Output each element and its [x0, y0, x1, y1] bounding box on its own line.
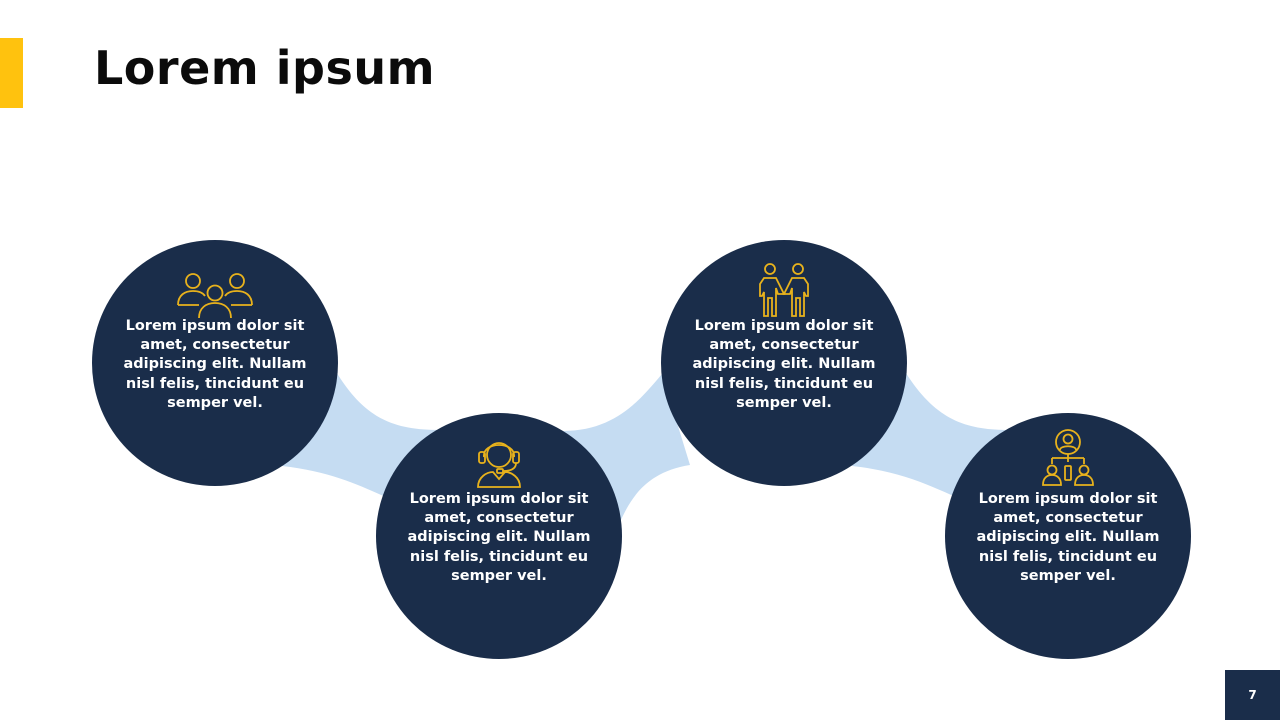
handshake-people-icon: [759, 263, 809, 317]
step-4-circle: Lorem ipsum dolor sit amet, consectetur …: [945, 413, 1191, 659]
slide-title: Lorem ipsum: [94, 41, 435, 95]
group-icon: [177, 273, 253, 319]
step-4-text: Lorem ipsum dolor sit amet, consectetur …: [976, 491, 1160, 584]
connector-2-3: [563, 374, 690, 522]
step-3-text: Lorem ipsum dolor sit amet, consectetur …: [692, 318, 876, 411]
headset-support-icon: [477, 442, 521, 488]
accent-bar: [0, 38, 23, 108]
step-1-text: Lorem ipsum dolor sit amet, consectetur …: [123, 318, 307, 411]
step-1-circle: Lorem ipsum dolor sit amet, consectetur …: [92, 240, 338, 486]
step-3-circle: Lorem ipsum dolor sit amet, consectetur …: [661, 240, 907, 486]
step-2-circle: Lorem ipsum dolor sit amet, consectetur …: [376, 413, 622, 659]
team-leader-icon: [1042, 429, 1094, 486]
page-number: 7: [1225, 670, 1280, 720]
step-2-text: Lorem ipsum dolor sit amet, consectetur …: [407, 491, 591, 584]
